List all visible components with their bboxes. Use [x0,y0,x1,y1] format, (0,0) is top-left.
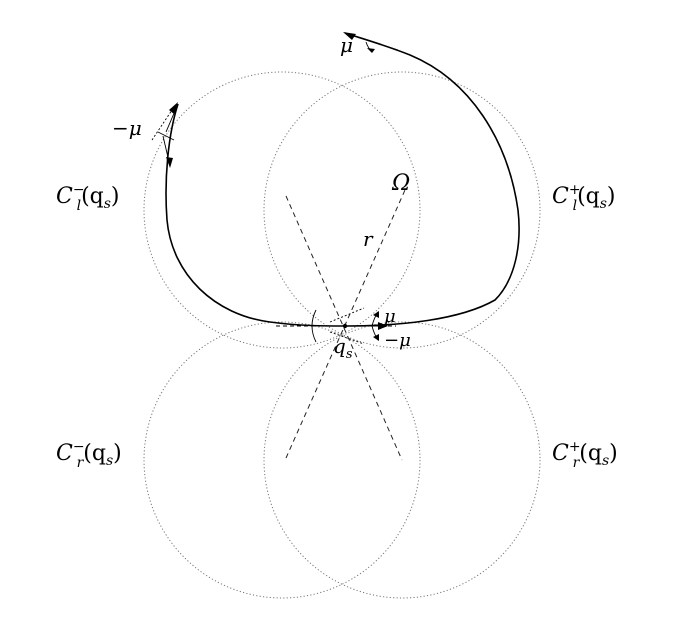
left-mu-arrow-head [166,157,173,168]
tangent-tick-up [329,307,365,323]
label-cr-plus: C+r(qs) [552,439,618,471]
label-qs: qs [333,334,353,362]
label-mu-top: μ [340,33,353,57]
qs-left-arc [311,309,317,343]
label-cr-minus: C−r(qs) [56,439,122,471]
qs-point [342,323,348,329]
circle-left-upper [143,71,421,349]
label-cl-minus: C−l(qs) [56,182,120,214]
circle-right-lower [263,321,541,599]
label-cl-plus: C+l(qs) [552,182,616,214]
label-mu-center-down: −μ [384,330,411,351]
left-mu-bar [157,131,175,141]
qs-arrow-head [378,322,388,330]
left-arrow-shaft [165,103,179,133]
left-arrow-head [169,102,178,114]
top-arrow-head [343,32,356,40]
qs-mu-arc-up-head [373,311,379,318]
trajectory-path [165,32,520,327]
dashed-line-cross [285,195,403,461]
label-omega: Ω [391,171,410,196]
label-mu-center-up: μ [384,306,396,327]
circle-left-lower [143,321,421,599]
circle-right-upper [263,71,541,349]
label-r: r [363,227,374,251]
qs-mu-arc-down-head [373,334,379,341]
top-mu-arc-head [367,48,375,53]
label-mu-left: −μ [112,116,142,140]
